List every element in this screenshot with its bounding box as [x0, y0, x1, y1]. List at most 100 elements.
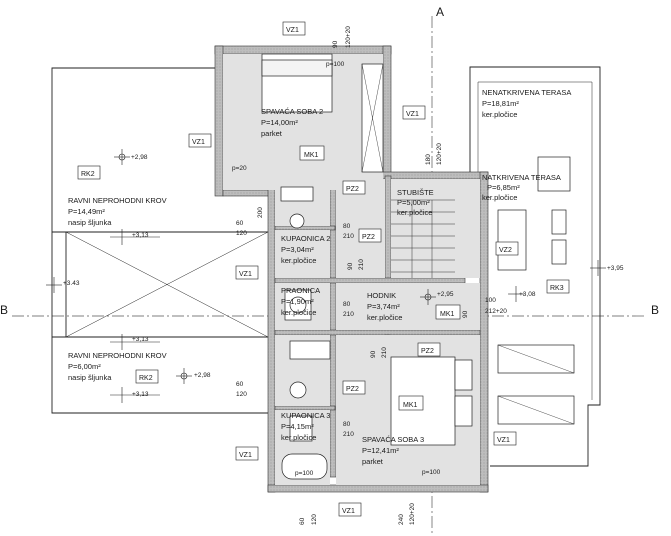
svg-text:ker.pločice: ker.pločice — [281, 433, 316, 442]
svg-text:90: 90 — [332, 40, 339, 48]
svg-text:PRAONICA: PRAONICA — [281, 286, 320, 295]
svg-text:P=12,41m²: P=12,41m² — [362, 446, 399, 455]
svg-text:100: 100 — [485, 297, 496, 304]
svg-text:212+20: 212+20 — [485, 308, 507, 315]
svg-text:VZ1: VZ1 — [239, 271, 252, 278]
svg-text:nasip šljunka: nasip šljunka — [68, 373, 112, 382]
svg-text:P=4,15m²: P=4,15m² — [281, 422, 314, 431]
flat-roof-outline — [51, 67, 270, 414]
svg-text:120: 120 — [311, 514, 318, 525]
svg-text:RAVNI NEPROHODNI KROV: RAVNI NEPROHODNI KROV — [68, 351, 167, 360]
svg-text:+3,08: +3,08 — [519, 291, 536, 298]
svg-text:KUPAONICA 3: KUPAONICA 3 — [281, 411, 330, 420]
furniture — [261, 53, 575, 480]
svg-text:120: 120 — [236, 230, 247, 237]
svg-text:90: 90 — [370, 350, 377, 358]
svg-text:200: 200 — [257, 207, 264, 218]
svg-text:P=18,81m²: P=18,81m² — [482, 99, 519, 108]
svg-text:STUBIŠTE: STUBIŠTE — [397, 188, 434, 197]
svg-text:210: 210 — [343, 311, 354, 318]
svg-text:p=20: p=20 — [232, 165, 247, 172]
room-label-hall: HODNIK P=3,74m² ker.pločice — [367, 291, 402, 322]
svg-text:MK1: MK1 — [403, 402, 418, 409]
svg-text:ker.pločice: ker.pločice — [397, 208, 432, 217]
room-label-roof-top: RAVNI NEPROHODNI KROV P=14,49m² nasip šl… — [68, 196, 167, 227]
svg-text:MK1: MK1 — [304, 152, 319, 159]
element-tag-labels: VZ1 VZ1 VZ1 MK1 PZ2 PZ2 VZ2 VZ1 MK1 PZ2 … — [81, 27, 564, 515]
section-label-b-right: B — [651, 303, 659, 317]
svg-text:VZ1: VZ1 — [342, 508, 355, 515]
svg-text:parket: parket — [261, 129, 283, 138]
svg-text:210: 210 — [358, 259, 365, 270]
svg-text:SPAVAĆA SOBA 2: SPAVAĆA SOBA 2 — [261, 107, 323, 116]
terrace-outline — [469, 66, 601, 467]
svg-text:+3,13: +3,13 — [132, 391, 149, 398]
room-label-laundry: PRAONICA P=1,90m² ker.pločice — [281, 286, 320, 317]
dimension-notes: 90 120+20 180 120+20 200 90 210 90 210 6… — [232, 26, 507, 525]
svg-text:P=3,04m²: P=3,04m² — [281, 245, 314, 254]
svg-text:90: 90 — [462, 310, 469, 318]
svg-text:ker.pločice: ker.pločice — [482, 193, 517, 202]
svg-text:210: 210 — [381, 347, 388, 358]
svg-text:p=100: p=100 — [422, 469, 441, 476]
svg-text:VZ1: VZ1 — [192, 139, 205, 146]
svg-text:KUPAONICA 2: KUPAONICA 2 — [281, 234, 330, 243]
svg-text:80: 80 — [343, 421, 351, 428]
svg-text:MK1: MK1 — [440, 311, 455, 318]
svg-text:P=1,90m²: P=1,90m² — [281, 297, 314, 306]
svg-text:120+20: 120+20 — [345, 26, 352, 48]
svg-text:RK2: RK2 — [81, 171, 95, 178]
svg-text:SPAVAĆA SOBA 3: SPAVAĆA SOBA 3 — [362, 435, 424, 444]
svg-text:180: 180 — [425, 154, 432, 165]
svg-text:VZ2: VZ2 — [499, 247, 512, 254]
svg-text:RAVNI NEPROHODNI KROV: RAVNI NEPROHODNI KROV — [68, 196, 167, 205]
svg-text:VZ1: VZ1 — [239, 452, 252, 459]
svg-text:120+20: 120+20 — [409, 503, 416, 525]
svg-text:NATKRIVENA TERASA: NATKRIVENA TERASA — [482, 173, 561, 182]
svg-text:VZ1: VZ1 — [497, 437, 510, 444]
svg-text:RK3: RK3 — [550, 285, 564, 292]
svg-text:PZ2: PZ2 — [362, 234, 375, 241]
svg-text:parket: parket — [362, 457, 384, 466]
svg-text:210: 210 — [343, 233, 354, 240]
section-label-b-left: B — [0, 303, 8, 317]
svg-text:240: 240 — [398, 514, 405, 525]
svg-text:P=14,49m²: P=14,49m² — [68, 207, 105, 216]
svg-text:ker.pločice: ker.pločice — [281, 308, 316, 317]
svg-text:HODNIK: HODNIK — [367, 291, 396, 300]
svg-text:PZ2: PZ2 — [346, 386, 359, 393]
room-label-bath-2: KUPAONICA 2 P=3,04m² ker.pločice — [281, 234, 330, 265]
svg-text:+3,95: +3,95 — [607, 265, 624, 272]
bathtub-bath-3 — [281, 453, 328, 480]
svg-text:VZ1: VZ1 — [286, 27, 299, 34]
room-label-open-terrace: NENATKRIVENA TERASA P=18,81m² ker.pločic… — [482, 88, 571, 119]
svg-text:ker.pločice: ker.pločice — [482, 110, 517, 119]
svg-text:+3.43: +3.43 — [63, 280, 80, 287]
svg-text:+2,98: +2,98 — [131, 154, 148, 161]
svg-text:120: 120 — [236, 391, 247, 398]
svg-text:80: 80 — [343, 223, 351, 230]
svg-text:NENATKRIVENA TERASA: NENATKRIVENA TERASA — [482, 88, 571, 97]
svg-text:60: 60 — [236, 220, 244, 227]
svg-text:P=6,00m²: P=6,00m² — [68, 362, 101, 371]
section-label-a: A — [436, 5, 444, 19]
svg-text:ker.pločice: ker.pločice — [367, 313, 402, 322]
room-label-bedroom-2: SPAVAĆA SOBA 2 P=14,00m² parket — [261, 107, 323, 138]
svg-text:80: 80 — [343, 301, 351, 308]
level-markers — [46, 149, 606, 403]
svg-text:p=100: p=100 — [326, 61, 345, 68]
svg-text:90: 90 — [347, 262, 354, 270]
svg-text:p=100: p=100 — [295, 470, 314, 477]
room-label-roof-bottom: RAVNI NEPROHODNI KROV P=6,00m² nasip šlj… — [68, 351, 167, 382]
svg-text:60: 60 — [236, 381, 244, 388]
level-labels: +2,98 +3,13 +3.43 +3,13 +2,98 +3,13 +2,9… — [63, 154, 624, 398]
svg-text:+3,13: +3,13 — [132, 232, 149, 239]
room-label-bedroom-3: SPAVAĆA SOBA 3 P=12,41m² parket — [362, 435, 424, 466]
room-label-stairs: STUBIŠTE P=5,00m² ker.pločice — [397, 188, 434, 217]
svg-text:PZ2: PZ2 — [421, 348, 434, 355]
svg-text:RK2: RK2 — [139, 375, 153, 382]
svg-text:nasip šljunka: nasip šljunka — [68, 218, 112, 227]
svg-text:210: 210 — [343, 431, 354, 438]
svg-text:+3,13: +3,13 — [132, 336, 149, 343]
